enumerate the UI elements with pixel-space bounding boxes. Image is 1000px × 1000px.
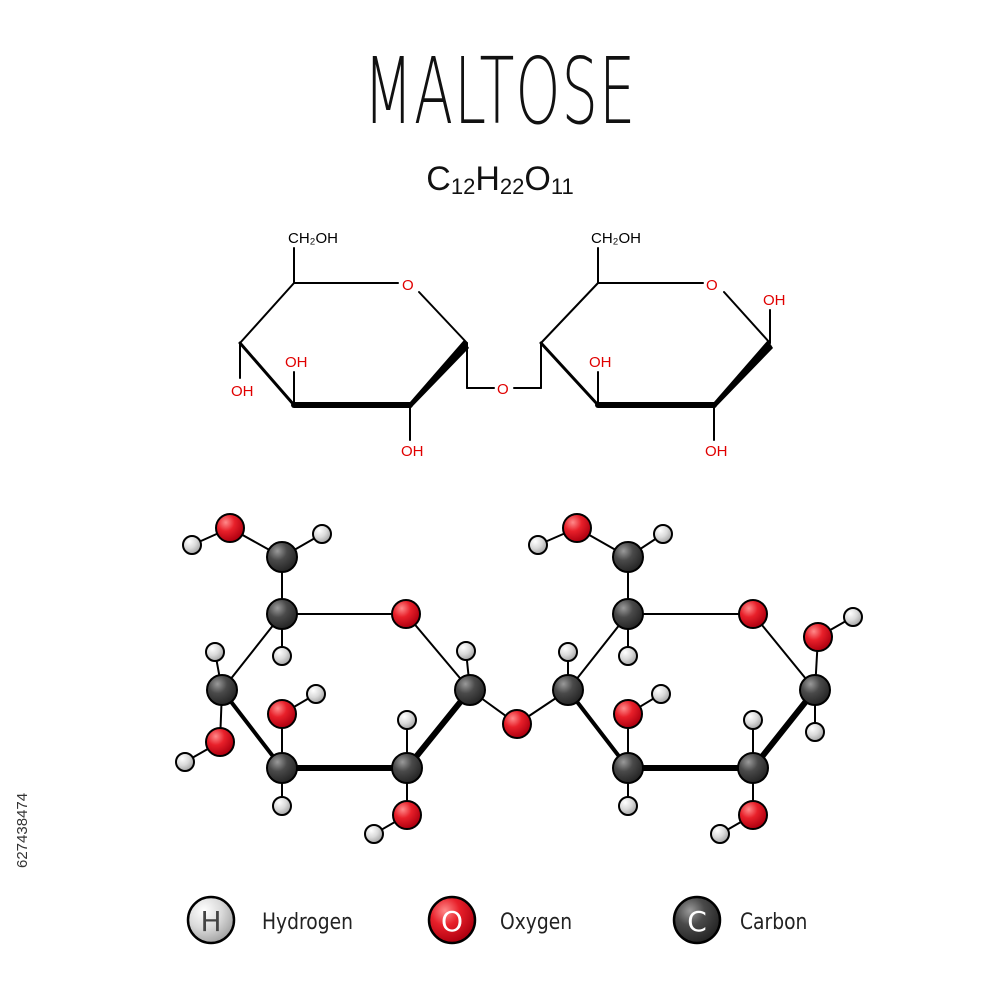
hydrogen-atom [456, 641, 476, 661]
oxygen-atom [502, 709, 532, 739]
hydrogen-atom [843, 607, 863, 627]
ch2oh-right-label: CH₂OH [591, 230, 641, 247]
hydrogen-atom [272, 796, 292, 816]
oh-label: OH [285, 354, 308, 371]
hydrogen-atom [397, 710, 417, 730]
glycosidic-oxygen-label: O [497, 381, 509, 398]
ball-stick-bonds [184, 527, 854, 835]
hydrogen-atom [306, 684, 326, 704]
hydrogen-atom [205, 642, 225, 662]
oxygen-atom [803, 622, 833, 652]
legend-carbon-sphere [672, 895, 722, 945]
oh-label: OH [231, 383, 254, 400]
oxygen-atom [215, 513, 245, 543]
bond [566, 688, 630, 770]
ring-oxygen-left-label: O [402, 277, 414, 294]
carbon-atom [266, 752, 298, 784]
hydrogen-atom [651, 684, 671, 704]
oxygen-atom [738, 800, 768, 830]
formula-h-count: 22 [499, 174, 525, 199]
formula-c-count: 12 [450, 174, 476, 199]
oxygen-atom [267, 699, 297, 729]
carbon-atom [612, 752, 644, 784]
carbon-atom [737, 752, 769, 784]
carbon-atom [552, 674, 584, 706]
legend-oxygen-label: Oxygen [500, 910, 573, 935]
hydrogen-atom [743, 710, 763, 730]
oxygen-atom [391, 599, 421, 629]
oxygen-atom [205, 727, 235, 757]
hydrogen-atom [182, 535, 202, 555]
oh-label: OH [705, 443, 728, 460]
formula-h: H [475, 160, 500, 198]
bond [752, 613, 816, 691]
carbon-atom [612, 541, 644, 573]
oxygen-atom [613, 699, 643, 729]
ring-oxygen-right-label: O [706, 277, 718, 294]
hydrogen-atom [618, 646, 638, 666]
legend-carbon-letter: C [687, 905, 707, 938]
oh-label: OH [401, 443, 424, 460]
oxygen-atom [738, 599, 768, 629]
carbon-atom [612, 598, 644, 630]
chemical-formula: C12H22O11 [0, 160, 1000, 200]
carbon-atom [799, 674, 831, 706]
legend-hydrogen-sphere [186, 895, 236, 945]
hydrogen-atom [272, 646, 292, 666]
hydrogen-atom [618, 796, 638, 816]
oh-label: OH [589, 354, 612, 371]
hydrogen-atom [175, 752, 195, 772]
legend-oxygen-sphere [427, 895, 477, 945]
hydrogen-atom [312, 524, 332, 544]
ch2oh-left-label: CH₂OH [288, 230, 338, 247]
legend-carbon-label: Carbon [740, 910, 808, 935]
legend-oxygen-letter: O [441, 905, 463, 938]
hydrogen-atom [805, 722, 825, 742]
formula-o-count: 11 [550, 174, 574, 199]
haworth-labels: CH₂OH CH₂OH O O O OH OH OH OH OH OH [231, 230, 786, 460]
ball-stick-atoms [175, 513, 863, 844]
carbon-atom [454, 674, 486, 706]
molecule-title: MALTOSE [363, 38, 637, 145]
carbon-atom [266, 541, 298, 573]
legend-hydrogen-letter: H [200, 905, 221, 938]
stock-image-id: 627438474 [14, 792, 31, 868]
carbon-atom [391, 752, 423, 784]
carbon-atom [206, 674, 238, 706]
bond [750, 687, 818, 771]
hydrogen-atom [558, 642, 578, 662]
hydrogen-atom [653, 524, 673, 544]
formula-c: C [426, 160, 451, 198]
formula-o: O [524, 160, 551, 198]
oh-label: OH [763, 292, 786, 309]
haworth-structure [238, 247, 773, 441]
hydrogen-atom [364, 824, 384, 844]
hydrogen-atom [528, 535, 548, 555]
bond [220, 688, 284, 770]
bond [221, 613, 283, 691]
legend-hydrogen-label: Hydrogen [262, 910, 353, 935]
oxygen-atom [562, 513, 592, 543]
carbon-atom [266, 598, 298, 630]
bond [567, 613, 629, 691]
hydrogen-atom [710, 824, 730, 844]
legend-spheres: H O C [186, 895, 722, 945]
oxygen-atom [392, 800, 422, 830]
bond [405, 613, 471, 691]
bond [404, 687, 473, 771]
